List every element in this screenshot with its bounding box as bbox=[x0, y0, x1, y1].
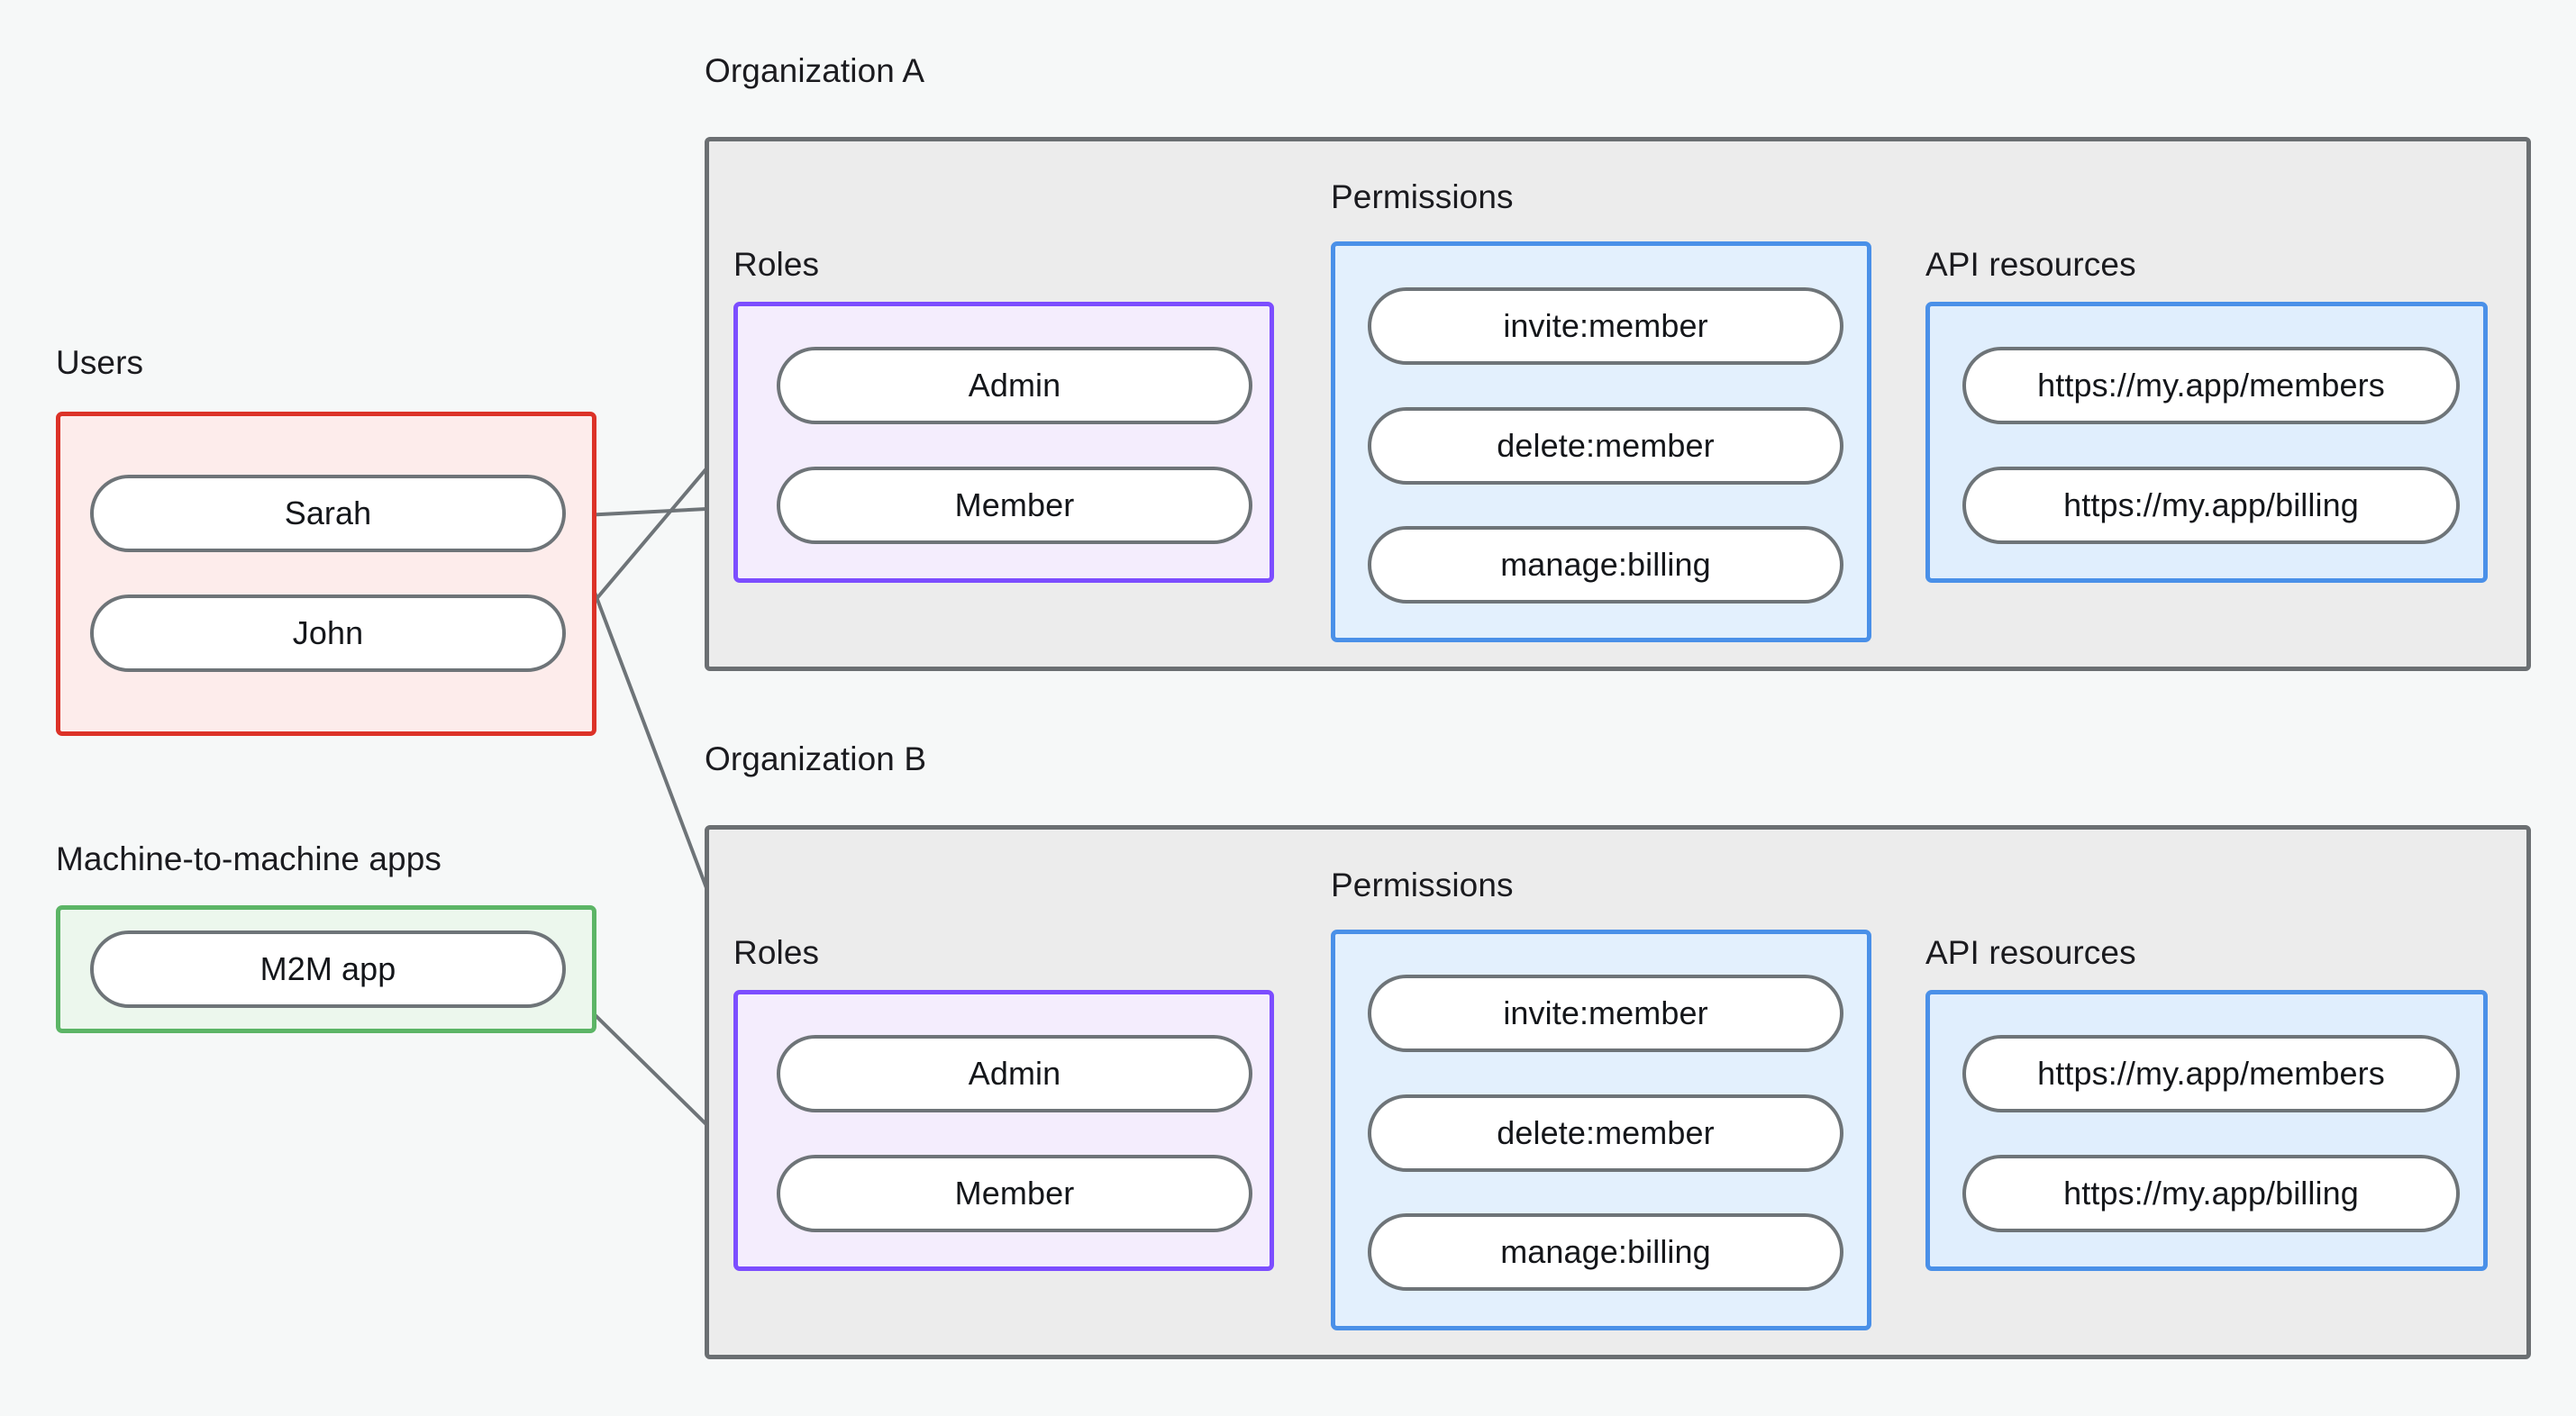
org-b-permission-invite-member[interactable]: invite:member bbox=[1368, 975, 1843, 1052]
org-a-role-member[interactable]: Member bbox=[777, 467, 1252, 544]
org-a-permission-invite-member[interactable]: invite:member bbox=[1368, 287, 1843, 365]
org-a-api-label: API resources bbox=[1925, 246, 2136, 283]
users-label: Users bbox=[56, 344, 144, 381]
org-b-api-resource-billing[interactable]: https://my.app/billing bbox=[1962, 1155, 2460, 1232]
m2m-label: Machine-to-machine apps bbox=[56, 840, 442, 877]
org-a-permission-delete-member[interactable]: delete:member bbox=[1368, 407, 1843, 485]
org-b-api-label: API resources bbox=[1925, 934, 2136, 971]
org-a-api-resource-members[interactable]: https://my.app/members bbox=[1962, 347, 2460, 424]
org-a-title: Organization A bbox=[705, 52, 925, 89]
org-a-permission-manage-billing[interactable]: manage:billing bbox=[1368, 526, 1843, 604]
org-b-role-member[interactable]: Member bbox=[777, 1155, 1252, 1232]
m2m-app-node[interactable]: M2M app bbox=[90, 930, 566, 1008]
user-john[interactable]: John bbox=[90, 595, 566, 672]
org-b-roles-label: Roles bbox=[733, 934, 820, 971]
org-b-title: Organization B bbox=[705, 740, 927, 777]
users-group bbox=[56, 412, 596, 736]
org-a-roles-label: Roles bbox=[733, 246, 820, 283]
org-a-role-admin[interactable]: Admin bbox=[777, 347, 1252, 424]
org-b-api-resource-members[interactable]: https://my.app/members bbox=[1962, 1035, 2460, 1112]
org-b-permission-manage-billing[interactable]: manage:billing bbox=[1368, 1213, 1843, 1291]
org-b-permissions-label: Permissions bbox=[1331, 867, 1514, 903]
org-b-role-admin[interactable]: Admin bbox=[777, 1035, 1252, 1112]
org-a-api-resource-billing[interactable]: https://my.app/billing bbox=[1962, 467, 2460, 544]
user-sarah[interactable]: Sarah bbox=[90, 475, 566, 552]
org-b-permission-delete-member[interactable]: delete:member bbox=[1368, 1094, 1843, 1172]
org-a-permissions-label: Permissions bbox=[1331, 178, 1514, 215]
